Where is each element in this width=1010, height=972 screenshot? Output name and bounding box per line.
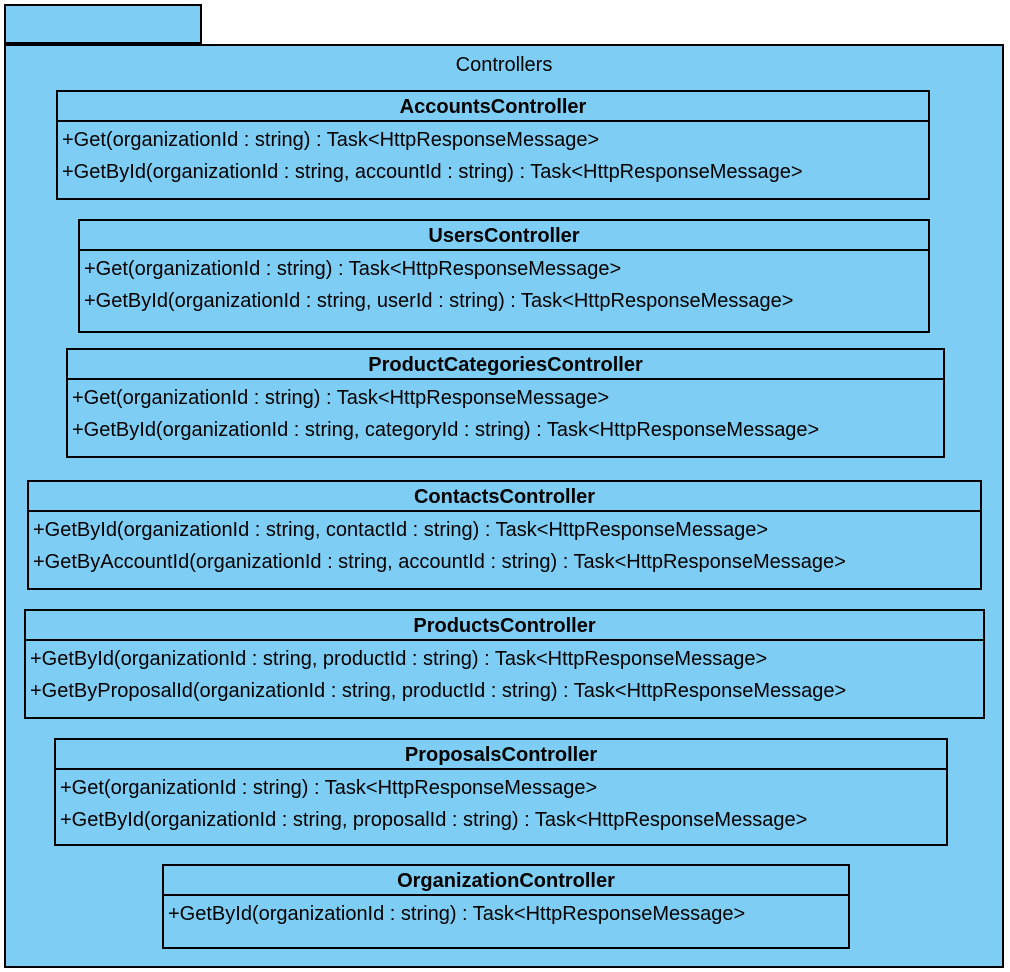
operation: +GetById(organizationId : string, userId…: [84, 290, 794, 312]
class-name: ContactsController: [29, 482, 980, 512]
operation: +Get(organizationId : string) : Task<Htt…: [84, 258, 622, 280]
class-name: AccountsController: [58, 92, 928, 122]
package-tab: [4, 4, 202, 44]
class-name: ProductCategoriesController: [68, 350, 943, 380]
operations-compartment: +GetById(organizationId : string) : Task…: [164, 896, 848, 930]
class-name: UsersController: [80, 221, 928, 251]
operation: +GetById(organizationId : string, propos…: [60, 809, 808, 831]
class-product-categories-controller[interactable]: ProductCategoriesController +Get(organiz…: [66, 348, 945, 458]
class-products-controller[interactable]: ProductsController +GetById(organization…: [24, 609, 985, 719]
operations-compartment: +Get(organizationId : string) : Task<Htt…: [58, 122, 928, 188]
operations-compartment: +Get(organizationId : string) : Task<Htt…: [68, 380, 943, 446]
class-users-controller[interactable]: UsersController +Get(organizationId : st…: [78, 219, 930, 333]
operation: +GetById(organizationId : string, produc…: [30, 648, 768, 670]
class-name: ProposalsController: [56, 740, 946, 770]
class-proposals-controller[interactable]: ProposalsController +Get(organizationId …: [54, 738, 948, 846]
class-accounts-controller[interactable]: AccountsController +Get(organizationId :…: [56, 90, 930, 200]
operation: +Get(organizationId : string) : Task<Htt…: [62, 129, 600, 151]
operation: +Get(organizationId : string) : Task<Htt…: [60, 777, 598, 799]
class-contacts-controller[interactable]: ContactsController +GetById(organization…: [27, 480, 982, 590]
operation: +GetById(organizationId : string, contac…: [33, 519, 769, 541]
operation: +GetById(organizationId : string) : Task…: [168, 903, 746, 925]
class-name: ProductsController: [26, 611, 983, 641]
operation: +GetById(organizationId : string, catego…: [72, 419, 820, 441]
operation: +GetByAccountId(organizationId : string,…: [33, 551, 846, 573]
operation: +GetByProposalId(organizationId : string…: [30, 680, 847, 702]
operations-compartment: +Get(organizationId : string) : Task<Htt…: [80, 251, 928, 317]
operations-compartment: +Get(organizationId : string) : Task<Htt…: [56, 770, 946, 836]
operation: +GetById(organizationId : string, accoun…: [62, 161, 803, 183]
operations-compartment: +GetById(organizationId : string, produc…: [26, 641, 983, 707]
operations-compartment: +GetById(organizationId : string, contac…: [29, 512, 980, 578]
class-name: OrganizationController: [164, 866, 848, 896]
operation: +Get(organizationId : string) : Task<Htt…: [72, 387, 610, 409]
package-title: Controllers: [455, 54, 553, 76]
class-organization-controller[interactable]: OrganizationController +GetById(organiza…: [162, 864, 850, 949]
